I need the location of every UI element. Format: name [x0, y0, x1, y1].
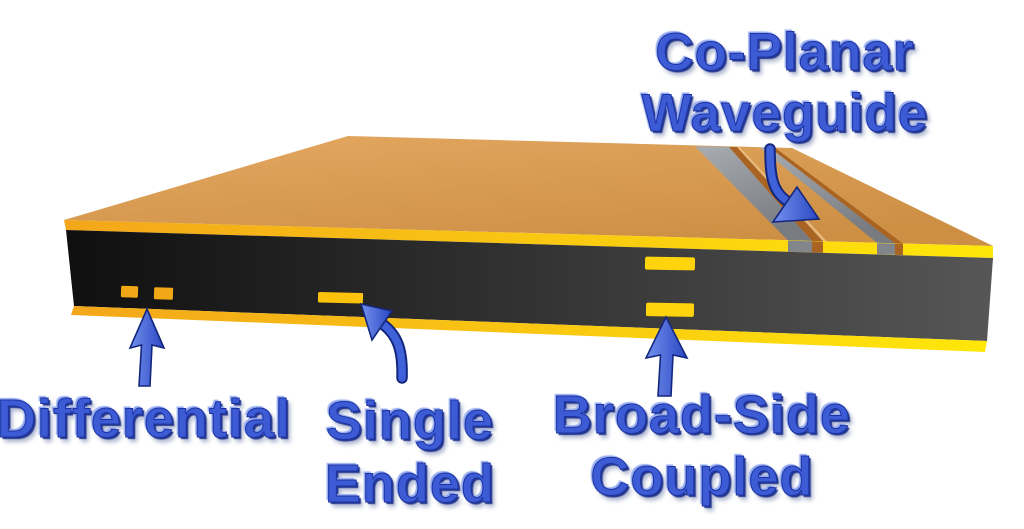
- coplanar-waveguide-label: Co-Planar Waveguide: [585, 22, 985, 144]
- broadside-label-line2: Coupled: [590, 447, 814, 508]
- differential-trace-2: [153, 287, 174, 300]
- coplanar-arrow-icon: [764, 143, 821, 223]
- broadside-arrow-icon: [644, 315, 689, 397]
- coplanar-label-line1: Co-Planar: [655, 23, 915, 83]
- coplanar-label-line2: Waveguide: [641, 84, 929, 144]
- differential-label-line1: Differential: [0, 389, 292, 450]
- single-ended-arrow-icon: [359, 302, 408, 384]
- groove-left-front-wall: [812, 241, 823, 253]
- broadside-trace-top: [644, 256, 696, 271]
- coplanar-groove-right-wall-icon: [770, 147, 903, 244]
- single-ended-label-line1: Single: [325, 391, 495, 452]
- broadside-label-line1: Broad-Side: [552, 385, 852, 446]
- board-front-face: [66, 230, 993, 341]
- groove-right-front-face: [877, 243, 895, 255]
- single-ended-trace: [317, 291, 364, 304]
- differential-trace-1: [120, 285, 139, 298]
- differential-label: Differential: [0, 388, 294, 450]
- single-ended-label-line2: Ended: [324, 454, 495, 515]
- broadside-coupled-label: Broad-Side Coupled: [546, 384, 858, 508]
- differential-arrow-icon: [128, 306, 166, 387]
- top-copper-edge: [64, 220, 993, 258]
- groove-left-front-face: [788, 240, 812, 253]
- board-top-surface: [64, 136, 993, 246]
- coplanar-groove-right: [760, 147, 895, 244]
- bottom-copper-edge: [71, 306, 987, 352]
- groove-right-front-wall: [895, 243, 903, 256]
- single-ended-label: Single Ended: [318, 390, 502, 516]
- broadside-trace-bottom: [645, 302, 695, 317]
